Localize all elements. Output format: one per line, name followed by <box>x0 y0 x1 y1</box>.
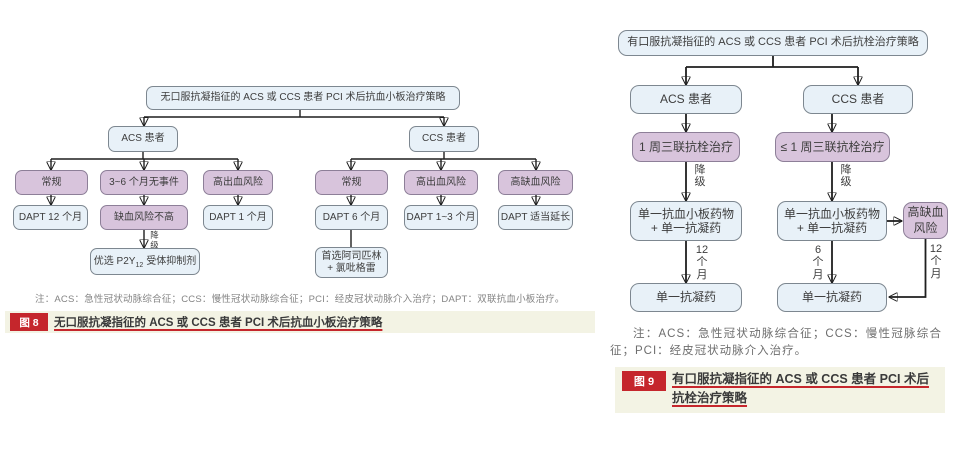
fig8-node-acs-patient: ACS 患者 <box>108 126 178 152</box>
fig8-downgrade-label: 降级 <box>150 230 159 250</box>
fig8-aspirin-line1: 首选阿司匹林 <box>321 250 382 262</box>
fig9-node-triple-therapy-acs: 1 周三联抗栓治疗 <box>632 132 740 162</box>
fig8-node-acs-high-bleeding-risk: 高出血风险 <box>203 170 273 195</box>
fig8-node-dapt-1m: DAPT 1 个月 <box>203 205 273 230</box>
fig9-note: 注：ACS：急性冠状动脉综合征；CCS：慢性冠脉综合征；PCI：经皮冠状动脉介入… <box>610 328 942 358</box>
fig9-sapt-ccs-line2: + 单一抗凝药 <box>796 221 868 235</box>
fig9-caption-text: 有口服抗凝指征的 ACS 或 CCS 患者 PCI 术后抗栓治疗策略 <box>672 372 929 406</box>
fig8-node-dapt-extend: DAPT 适当延长 <box>498 205 573 230</box>
fig8-caption-badge: 图 8 <box>10 313 48 331</box>
fig9-connector-group <box>686 56 927 297</box>
fig9-node-sapt-oac-ccs: 单一抗血小板药物 + 单一抗凝药 <box>777 201 887 241</box>
fig9-node-acs-patient: ACS 患者 <box>630 85 742 114</box>
fig9-downgrade-label-acs: 降级 <box>694 164 706 189</box>
fig9-node-oac-only-ccs: 单一抗凝药 <box>777 283 887 312</box>
fig8-aspirin-line2: + 氯吡格雷 <box>327 262 376 274</box>
fig9-caption: 图 9 有口服抗凝指征的 ACS 或 CCS 患者 PCI 术后抗栓治疗策略 <box>615 367 945 413</box>
fig9-node-oac-only-acs: 单一抗凝药 <box>630 283 742 312</box>
fig8-node-dapt-1-3m: DAPT 1~3 个月 <box>404 205 478 230</box>
fig9-node-high-ischemic-risk: 高缺血风险 <box>903 202 948 239</box>
fig8-caption-text: 无口服抗凝指征的 ACS 或 CCS 患者 PCI 术后抗血小板治疗策略 <box>54 317 383 329</box>
fig9-sapt-acs-line1: 单一抗血小板药物 <box>637 206 734 221</box>
fig8-node-dapt-6m: DAPT 6 个月 <box>315 205 388 230</box>
fig8-node-ccs-routine: 常规 <box>315 170 388 195</box>
fig8-node-ccs-high-bleeding-risk: 高出血风险 <box>404 170 478 195</box>
fig8-note: 注：ACS：急性冠状动脉综合征；CCS：慢性冠状动脉综合征；PCI：经皮冠状动脉… <box>35 294 565 305</box>
fig9-12-months-label-acs: 12 个月 <box>695 244 709 281</box>
fig9-node-root: 有口服抗凝指征的 ACS 或 CCS 患者 PCI 术后抗栓治疗策略 <box>618 30 928 56</box>
fig9-sapt-acs-line2: + 单一抗凝药 <box>650 221 722 235</box>
fig8-node-acs-no-event: 3~6 个月无事件 <box>100 170 188 195</box>
fig8-node-ccs-patient: CCS 患者 <box>409 126 479 152</box>
fig9-node-ccs-patient: CCS 患者 <box>803 85 913 114</box>
fig8-node-acs-routine: 常规 <box>15 170 88 195</box>
fig8-node-root: 无口服抗凝指征的 ACS 或 CCS 患者 PCI 术后抗血小板治疗策略 <box>146 86 460 110</box>
fig9-downgrade-label-ccs: 降级 <box>840 164 852 189</box>
fig8-node-dapt-12m: DAPT 12 个月 <box>13 205 88 230</box>
fig9-node-sapt-oac-acs: 单一抗血小板药物 + 单一抗凝药 <box>630 201 742 241</box>
fig8-p2y12-text-post: 受体抑制剂 <box>146 255 197 267</box>
fig9-6-months-label-ccs: 6 个月 <box>812 244 824 281</box>
fig9-sapt-ccs-line1: 单一抗血小板药物 <box>783 206 880 221</box>
fig9-node-triple-therapy-ccs: ≤ 1 周三联抗栓治疗 <box>775 132 890 162</box>
fig9-12-months-label-hir: 12 个月 <box>929 243 943 280</box>
fig8-node-ccs-high-ischemic-risk: 高缺血风险 <box>498 170 573 195</box>
fig8-node-ischemia-not-high: 缺血风险不高 <box>100 205 188 230</box>
fig8-node-aspirin-clopidogrel: 首选阿司匹林 + 氯吡格雷 <box>315 247 388 278</box>
fig9-caption-badge: 图 9 <box>622 371 666 391</box>
fig8-p2y12-subscript: 12 <box>135 261 144 269</box>
fig8-connector-group <box>51 110 536 248</box>
fig8-p2y12-text-pre: 优选 P2Y <box>93 255 136 267</box>
fig8-caption: 图 8 无口服抗凝指征的 ACS 或 CCS 患者 PCI 术后抗血小板治疗策略 <box>5 311 595 333</box>
